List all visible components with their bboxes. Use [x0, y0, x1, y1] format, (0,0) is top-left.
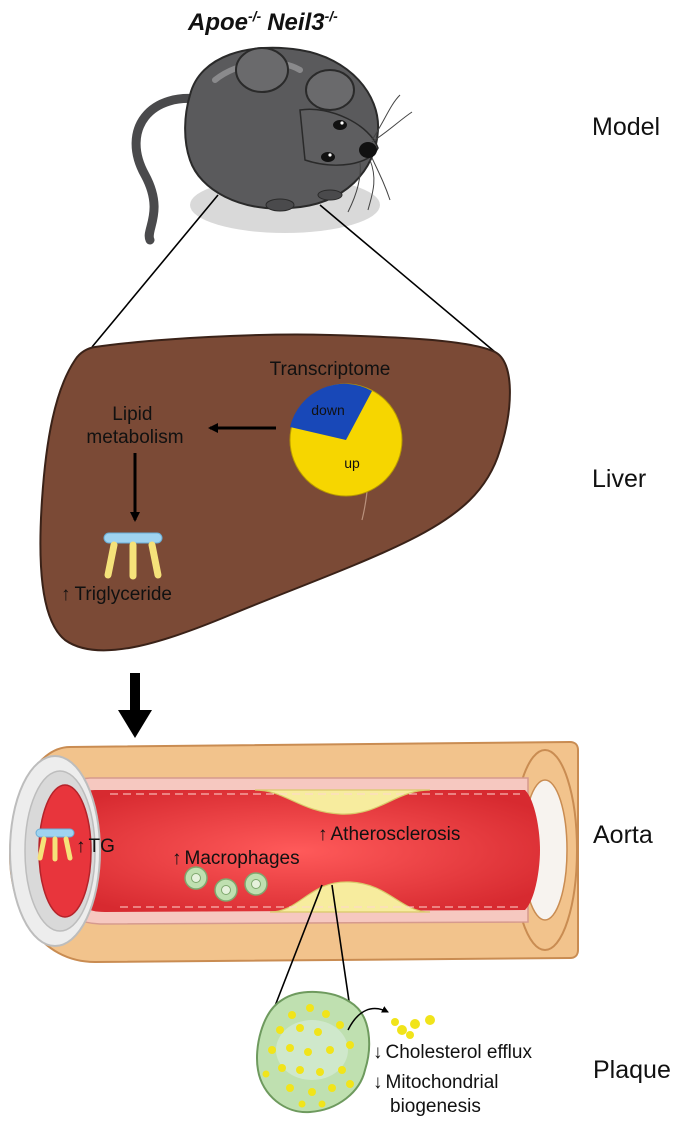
triglyceride-icon [103, 532, 163, 580]
pie-label-down: down [311, 402, 344, 418]
plaque-top [254, 789, 431, 815]
arrow-liver-to-aorta [118, 673, 152, 738]
cholesterol-efflux-label: ↓Cholesterol efflux [373, 1042, 532, 1063]
zoom-line-plaque-right [331, 884, 351, 1009]
stage-label-model: Model [592, 113, 660, 141]
macrophage-cell [244, 872, 268, 896]
aorta-illustration [8, 740, 579, 964]
mitochondrial-biogenesis-label: ↓Mitochondrial biogenesis [373, 1072, 504, 1117]
mouse-illustration [131, 46, 413, 245]
zoom-line-left [91, 194, 219, 348]
effluxed-lipid-droplets [391, 1015, 435, 1039]
stage-label-plaque: Plaque [593, 1056, 671, 1084]
macrophage-cell [214, 878, 238, 902]
plaque-bottom [269, 881, 431, 913]
macrophage-cells [184, 866, 268, 902]
macrophage-cell [184, 866, 208, 890]
zoom-line-plaque-left [274, 884, 323, 1007]
genotype-title: Apoe-/-Neil3-/- [187, 8, 338, 36]
tg-label: ↑TG [76, 836, 115, 857]
efflux-arrow [347, 1006, 389, 1031]
stage-label-aorta: Aorta [593, 821, 653, 849]
atherosclerosis-label: ↑Atherosclerosis [318, 824, 460, 845]
transcriptome-label: Transcriptome [270, 359, 391, 380]
pie-label-up: up [344, 455, 360, 471]
lipid-droplets [262, 1004, 354, 1108]
lipid-metabolism-label: Lipid metabolism [86, 404, 183, 448]
transcriptome-pie: down up [289, 383, 403, 497]
zoom-line-right [319, 204, 496, 353]
pie-slice-down [290, 383, 372, 440]
tg-icon [35, 828, 75, 862]
stage-label-liver: Liver [592, 465, 646, 493]
macrophages-label: ↑Macrophages [172, 848, 300, 869]
triglyceride-label: ↑Triglyceride [61, 584, 172, 605]
